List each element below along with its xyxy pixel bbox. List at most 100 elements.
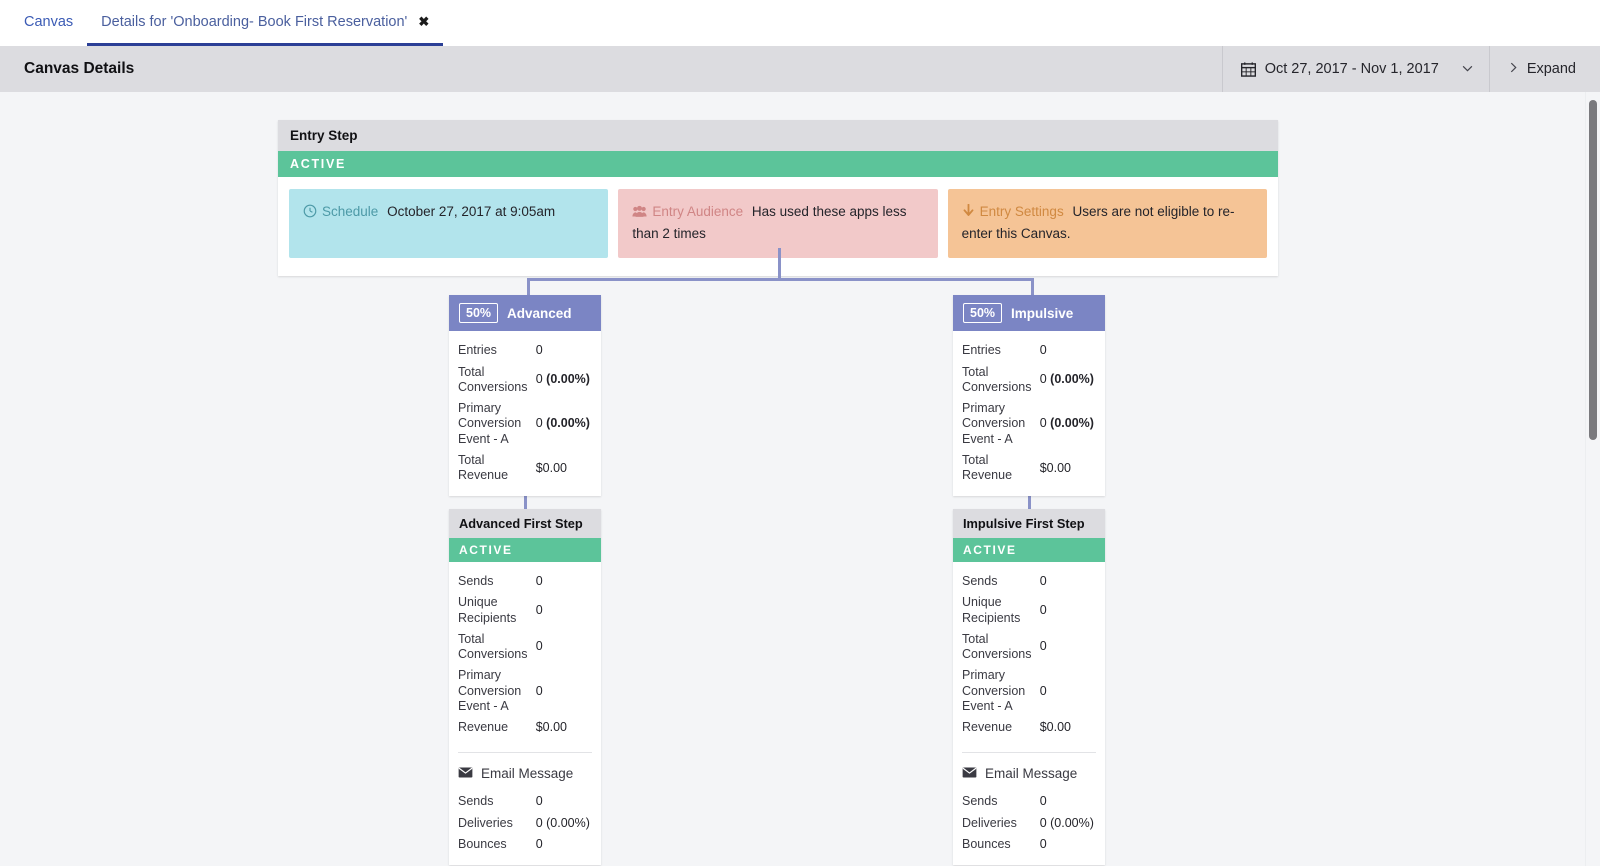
stat-value: 0 — [1039, 639, 1047, 654]
branch-name: Impulsive — [1011, 305, 1074, 321]
connector-horizontal-bar — [527, 278, 1034, 281]
stat-value: $0.00 — [535, 460, 567, 475]
stat-label: Primary Conversion Event - A — [962, 401, 1026, 446]
stat-row: Entries 0 — [458, 340, 592, 361]
stat-label: Total Conversions — [458, 631, 528, 661]
stat-row: Primary Conversion Event - A 0 (0.00%) — [962, 398, 1096, 450]
stat-label: Entries — [962, 343, 1001, 358]
entry-schedule-label-group: Schedule — [303, 204, 382, 219]
tab-label: Details for 'Onboarding- Book First Rese… — [101, 13, 408, 30]
divider — [458, 752, 592, 754]
entry-settings-value: Users are not eligible to re-enter this … — [961, 204, 1235, 242]
step-title: Impulsive First Step — [953, 509, 1105, 538]
stat-value: 0 — [1039, 836, 1047, 851]
entry-settings-label-group: Entry Settings — [962, 203, 1068, 219]
channel-label: Email Message — [985, 766, 1078, 782]
stat-row: Deliveries 0 (0.00%) — [962, 813, 1096, 834]
stat-row: Total Conversions 0 (0.00%) — [458, 362, 592, 399]
stat-label: Total Conversions — [962, 364, 1032, 394]
stat-label: Bounces — [458, 836, 507, 851]
chevron-down-icon[interactable] — [1462, 64, 1473, 75]
channel-label: Email Message — [481, 766, 574, 782]
tab-details[interactable]: Details for 'Onboarding- Book First Rese… — [87, 0, 444, 46]
expand-label: Expand — [1526, 61, 1576, 77]
branch-card-advanced[interactable]: 50% Advanced Entries 0 Total Conversions… — [449, 295, 601, 497]
step-status-badge: ACTIVE — [449, 538, 601, 562]
connector-trunk-vertical — [778, 248, 781, 280]
stat-label: Total Revenue — [962, 452, 1013, 483]
envelope-icon — [962, 766, 977, 781]
page-header: Canvas Details Oct 27, 2017 - Nov 1, 201… — [0, 46, 1600, 92]
step-stats: Sends 0 Unique Recipients 0 Total Conver… — [449, 562, 601, 748]
stat-label: Deliveries — [962, 815, 1017, 830]
entry-audience-value: Has used these apps less than 2 times — [632, 204, 907, 242]
stat-label: Sends — [458, 574, 494, 588]
date-range-label: Oct 27, 2017 - Nov 1, 2017 — [1264, 61, 1439, 77]
stat-value: $0.00 — [1039, 460, 1071, 475]
step-title: Advanced First Step — [449, 509, 601, 538]
stat-row: Entries 0 — [962, 340, 1096, 361]
stat-label: Total Conversions — [458, 364, 528, 394]
stat-row: Primary Conversion Event - A 0 — [458, 665, 592, 717]
connector-left-step-link — [524, 488, 527, 509]
stat-row: Sends 0 — [962, 791, 1096, 812]
stat-label: Primary Conversion Event - A — [962, 668, 1026, 713]
expand-button[interactable]: Expand — [1488, 46, 1600, 92]
stat-value: 0 (0.00%) — [535, 372, 590, 387]
clock-icon — [303, 204, 317, 224]
vertical-scrollbar-thumb[interactable] — [1589, 100, 1597, 440]
date-range-picker[interactable]: Oct 27, 2017 - Nov 1, 2017 — [1221, 46, 1489, 92]
step-card-advanced-first-step[interactable]: Advanced First Step ACTIVE Sends 0 Uniqu… — [449, 509, 601, 865]
branch-stats: Entries 0 Total Conversions 0 (0.00%) Pr… — [953, 331, 1105, 496]
entry-audience-label: Entry Audience — [652, 204, 744, 219]
calendar-icon — [1240, 61, 1256, 77]
entry-schedule-label: Schedule — [322, 204, 379, 219]
close-icon[interactable]: ✖ — [418, 14, 430, 29]
stat-value: 0 — [535, 639, 543, 654]
stat-row: Total Conversions 0 — [962, 629, 1096, 666]
stat-row: Deliveries 0 (0.00%) — [458, 813, 592, 834]
channel-stats: Sends 0 Deliveries 0 (0.00%) Bounces 0 — [449, 789, 601, 865]
stat-label: Unique Recipients — [458, 595, 517, 625]
branch-card-impulsive[interactable]: 50% Impulsive Entries 0 Total Conversion… — [953, 295, 1105, 497]
chevron-right-icon — [1510, 62, 1517, 76]
stat-label: Revenue — [962, 720, 1013, 734]
step-stats: Sends 0 Unique Recipients 0 Total Conver… — [953, 562, 1105, 748]
step-card-impulsive-first-step[interactable]: Impulsive First Step ACTIVE Sends 0 Uniq… — [953, 509, 1105, 865]
vertical-scrollbar-track[interactable] — [1585, 92, 1600, 866]
entry-step-node[interactable]: Entry Step ACTIVE Schedule October 27, 2… — [278, 120, 1278, 276]
arrow-down-icon — [962, 203, 975, 224]
stat-label: Primary Conversion Event - A — [458, 401, 522, 446]
stat-value: 0 (0.00%) — [535, 815, 590, 830]
stat-row: Bounces 0 — [962, 834, 1096, 855]
branch-percent-chip: 50% — [963, 303, 1003, 324]
entry-settings-label: Entry Settings — [979, 204, 1064, 219]
canvas-viewport[interactable]: Entry Step ACTIVE Schedule October 27, 2… — [0, 92, 1600, 866]
stat-value: 0 (0.00%) — [1039, 815, 1094, 830]
entry-schedule-value: October 27, 2017 at 9:05am — [387, 204, 556, 219]
channel-header-email: Email Message — [953, 753, 1105, 789]
connector-branch-right-drop — [1031, 278, 1034, 308]
branch-header: 50% Advanced — [449, 295, 601, 332]
stat-row: Total Conversions 0 — [458, 629, 592, 666]
branch-stats: Entries 0 Total Conversions 0 (0.00%) Pr… — [449, 331, 601, 496]
stat-row: Primary Conversion Event - A 0 — [962, 665, 1096, 717]
stat-value: 0 (0.00%) — [535, 416, 590, 431]
channel-header-email: Email Message — [449, 753, 601, 789]
tab-canvas[interactable]: Canvas — [10, 0, 87, 46]
stat-value: 0 — [535, 574, 543, 588]
stat-value: 0 — [1039, 683, 1047, 698]
entry-schedule-card: Schedule October 27, 2017 at 9:05am — [289, 189, 609, 258]
stat-value: 0 (0.00%) — [1039, 416, 1094, 431]
stat-row: Sends 0 — [458, 571, 592, 592]
stat-label: Primary Conversion Event - A — [458, 668, 522, 713]
stat-label: Entries — [458, 343, 497, 358]
stat-label: Revenue — [458, 720, 509, 734]
stat-row: Total Revenue $0.00 — [962, 450, 1096, 487]
stat-value: 0 — [1039, 602, 1047, 617]
entry-audience-label-group: Entry Audience — [632, 204, 747, 219]
connector-right-step-link — [1028, 488, 1031, 509]
stat-value: $0.00 — [1039, 720, 1071, 734]
stat-label: Deliveries — [458, 815, 513, 830]
stat-value: 0 — [535, 836, 543, 851]
